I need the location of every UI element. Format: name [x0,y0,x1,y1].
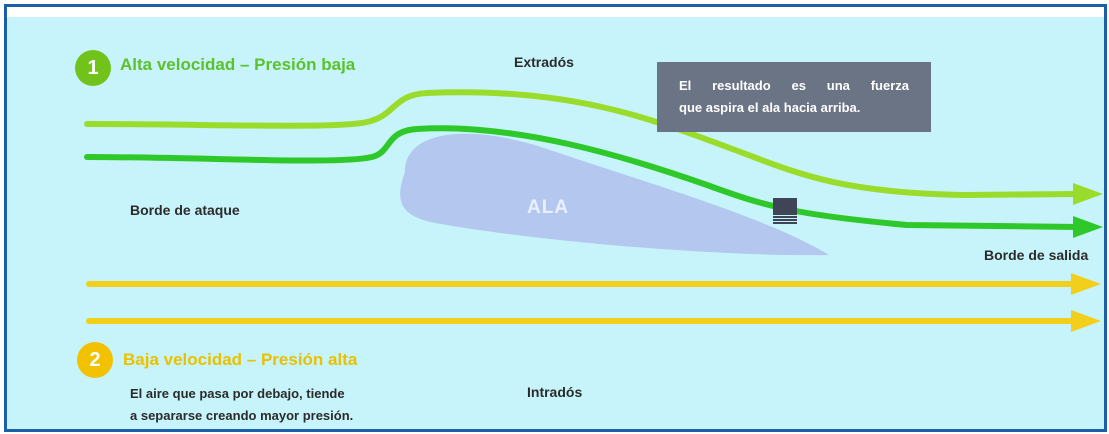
yellow-arrowhead-1 [1071,273,1101,295]
layers-icon [773,198,797,224]
high-speed-title: Alta velocidad – Presión baja [120,55,356,74]
step-1-badge: 1 [75,50,111,86]
extrados-label: Extradós [514,54,574,70]
lower-note: El aire que pasa por debajo, tiende a se… [130,383,353,427]
intrados-label: Intradós [527,384,583,400]
airflow-diagram [84,89,1103,332]
wing-shape [400,133,829,256]
step-2-badge: 2 [77,342,113,378]
result-note-line-2: que aspira el ala hacia arriba. [679,100,861,115]
wing-label: ALA [527,197,570,218]
diagram-frame: 1 Alta velocidad – Presión baja Extradós… [4,4,1107,432]
upper-flow-dark-green [84,125,1082,230]
result-note: El resultado es una fuerza que aspira el… [657,62,931,132]
top-strip [7,7,1104,17]
low-speed-title: Baja velocidad – Presión alta [123,350,358,369]
upper-flow-arrowhead [1073,183,1103,205]
yellow-arrowhead-2 [1071,310,1101,332]
lower-note-line-1: El aire que pasa por debajo, tiende [130,386,345,401]
trailing-edge-label: Borde de salida [984,247,1089,263]
lower-note-line-2: a separarse creando mayor presión. [130,408,354,423]
upper-flow-light-green [84,89,1082,199]
dark-flow-arrowhead [1073,216,1103,238]
result-note-line-1: El resultado es una fuerza [679,78,909,93]
leading-edge-label: Borde de ataque [130,202,240,218]
